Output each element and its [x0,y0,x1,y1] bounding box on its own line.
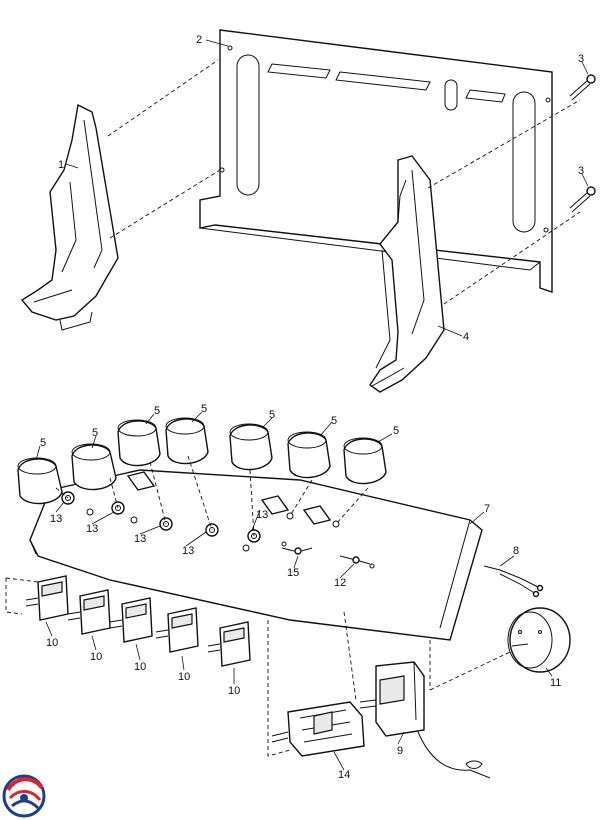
callout-5-knob-7: 5 [393,425,399,437]
washer [86,508,340,552]
brand-logo-icon [2,774,46,818]
callout-5-knob-1: 5 [40,437,46,449]
callout-2: 2 [196,34,202,46]
callout-9: 9 [397,745,403,757]
screw-upper [569,74,596,101]
fixing-nut [61,491,261,543]
callout-13-a: 13 [50,513,62,525]
callout-7: 7 [484,503,490,515]
callout-3-upper: 3 [578,53,584,65]
callout-5-knob-4: 5 [201,403,207,415]
selector-switch [271,701,365,757]
callout-10-b: 10 [90,651,102,663]
callout-5-knob-6: 5 [331,415,337,427]
oven-thermostat [359,661,491,779]
left-side-bracket [20,103,119,331]
callout-10-a: 10 [46,637,58,649]
right-side-bracket [369,155,445,393]
assembly-lines [5,59,581,757]
callout-13-d: 13 [182,545,194,557]
indicator-lamp [281,541,313,555]
callout-13-e: 13 [256,509,268,521]
oven-timer [507,607,571,673]
leader-lines [35,39,589,771]
energy-regulator [67,589,111,635]
callout-5-knob-5: 5 [269,409,275,421]
callout-12: 12 [334,577,346,589]
screw-lower [569,186,596,213]
callout-10-d: 10 [178,671,190,683]
callout-15: 15 [287,567,299,579]
control-knob [229,423,273,471]
control-knob [17,457,63,505]
callout-11: 11 [550,677,561,689]
energy-regulator [155,607,199,653]
callout-numbers: 2 1 3 3 4 5 5 5 5 5 5 5 7 8 11 9 14 13 1… [40,34,584,781]
control-knob [117,419,161,467]
wire-harness [483,565,544,598]
control-panel-fascia [29,469,483,641]
back-panel [199,29,553,293]
control-knob [287,431,331,479]
control-knob [165,417,209,465]
callout-10-e: 10 [228,685,240,697]
callout-5-knob-2: 5 [92,427,98,439]
energy-regulator [109,597,153,643]
callout-10-c: 10 [134,661,146,673]
callout-4: 4 [463,331,469,343]
callout-14: 14 [338,769,350,781]
energy-regulator [207,621,251,667]
indicator-lamp [339,555,375,569]
control-knob [71,443,117,491]
energy-regulator [25,575,69,621]
callout-5-knob-3: 5 [154,405,160,417]
knob-spacer [126,471,332,525]
callout-13-c: 13 [134,533,146,545]
callout-1: 1 [58,159,64,171]
callout-3-lower: 3 [578,165,584,177]
callout-8: 8 [513,545,519,557]
control-knob [343,437,387,485]
callout-13-b: 13 [86,523,98,535]
